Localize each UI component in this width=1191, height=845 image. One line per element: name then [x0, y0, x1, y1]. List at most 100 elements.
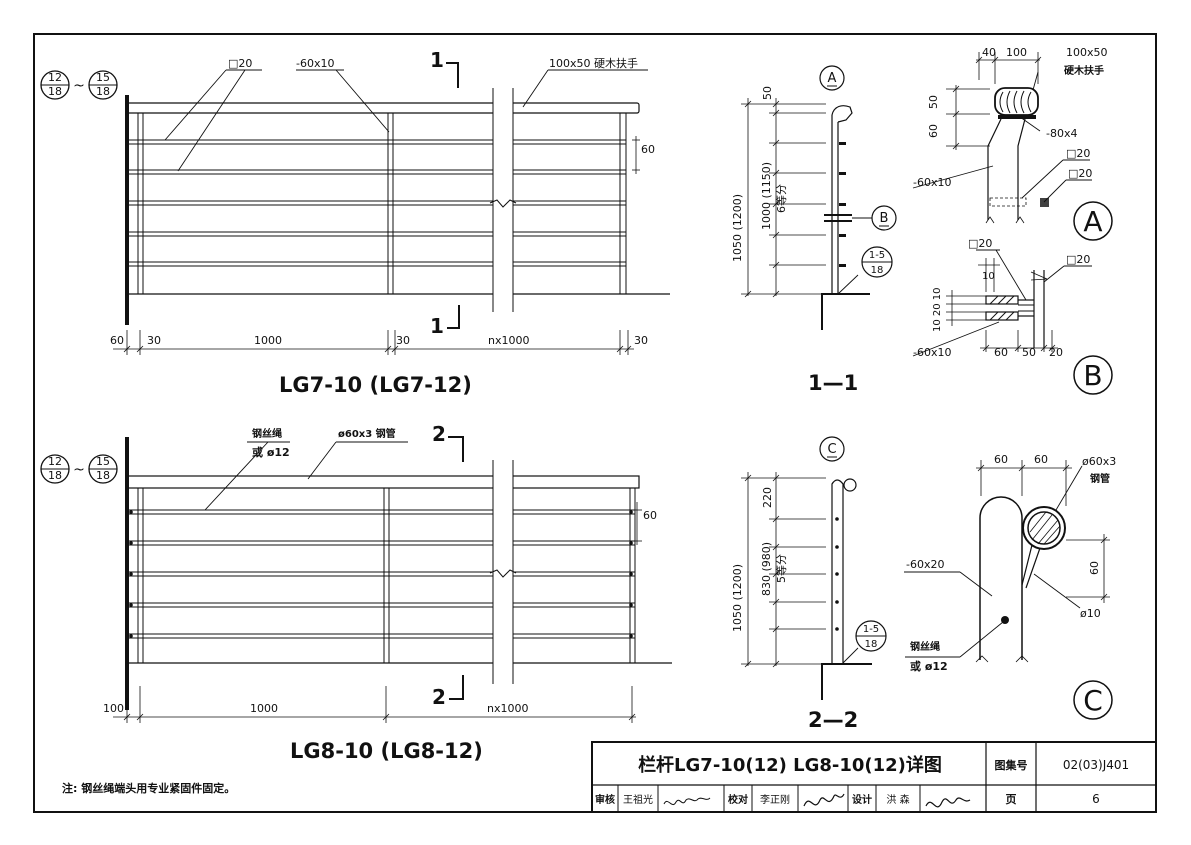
- drawing-title: 栏杆LG7-10(12) LG8-10(12)详图: [638, 754, 942, 776]
- da-size: 100x50: [1066, 46, 1108, 59]
- lg7-dim-n: nx1000: [488, 334, 529, 347]
- signature-1: [663, 797, 711, 806]
- detail-c: 60 60 ø60x3 钢管 -60x20 60 ø10 钢丝绳 或 ø12 C: [904, 453, 1116, 720]
- lg8-index-marks: 12 18 ~ 15 18: [40, 454, 118, 484]
- s11-dim-mid: 1000 (1150): [760, 162, 773, 230]
- s22-dim-div: 5等分: [774, 554, 788, 583]
- db-bar1: □20: [968, 237, 992, 250]
- s11-dim-total: 1050 (1200): [731, 194, 744, 262]
- index-num: 15: [96, 71, 110, 84]
- s11-index-den: 18: [871, 265, 884, 276]
- lg7-dim-1000: 1000: [254, 334, 282, 347]
- da-dim-100: 100: [1006, 46, 1027, 59]
- db-d10: 10: [982, 271, 995, 282]
- s22-index-num: 1-5: [863, 624, 879, 635]
- db-d20: 20: [1049, 346, 1063, 359]
- atlas-label: 图集号: [995, 758, 1028, 772]
- index-num: 15: [96, 455, 110, 468]
- s22-dim-total: 1050 (1200): [731, 564, 744, 632]
- lg8-section-bottom: 2: [432, 685, 446, 709]
- dc-flat: -60x20: [906, 558, 944, 571]
- index-num: 12: [48, 455, 62, 468]
- lg8-dim-100: 100: [103, 702, 124, 715]
- index-den: 18: [96, 85, 110, 98]
- index-tilde: ~: [73, 78, 85, 94]
- signature-3: [925, 797, 971, 808]
- lg7-section-top: 1: [430, 48, 444, 72]
- dc-wire-alt: 或 ø12: [910, 659, 948, 673]
- da-dim-40: 40: [982, 46, 996, 59]
- lg8-caption: LG8-10 (LG8-12): [290, 739, 483, 763]
- lg7-index-marks: 12 18 ~ 15 18: [40, 70, 118, 100]
- person-proof: 李正刚: [760, 793, 790, 806]
- section-2-2: 220 1050 (1200) 830 (980) 5等分 C 1-5 18 2…: [731, 436, 887, 732]
- dc-pipe: ø60x3: [1082, 455, 1116, 468]
- lg7-caption: LG7-10 (LG7-12): [279, 373, 472, 397]
- lg8-wire-label: 钢丝绳: [252, 427, 282, 440]
- page-value: 6: [1092, 792, 1100, 806]
- lg8-elevation: 12 18 ~ 15 18: [40, 422, 672, 763]
- dc-pipe2: 钢管: [1090, 472, 1110, 485]
- lg8-dim-1000: 1000: [250, 702, 278, 715]
- lg8-dim-n: nx1000: [487, 702, 528, 715]
- dc-d60b: 60: [1034, 453, 1048, 466]
- lg8-spacing-label: 60: [643, 509, 657, 522]
- dc-rod: ø10: [1080, 607, 1101, 620]
- role-check: 审核: [595, 793, 615, 806]
- title-block: 栏杆LG7-10(12) LG8-10(12)详图 图集号 02(03)J401…: [591, 741, 1157, 813]
- da-dim-60: 60: [927, 124, 940, 138]
- signature-2: [803, 793, 845, 807]
- da-flat80: -80x4: [1046, 127, 1077, 140]
- da-bar1: □20: [1066, 147, 1090, 160]
- s11-detail-a-mark: A: [828, 71, 837, 86]
- db-bar2: □20: [1066, 253, 1090, 266]
- page-label: 页: [1006, 793, 1017, 806]
- s22-index-den: 18: [865, 639, 878, 650]
- lg7-dim-60: 60: [110, 334, 124, 347]
- lg7-bar-label: □20: [228, 57, 252, 70]
- dc-d60: 60: [1088, 561, 1101, 575]
- role-design: 设计: [852, 793, 872, 806]
- lg7-section-bottom: 1: [430, 314, 444, 338]
- role-proof: 校对: [728, 793, 748, 806]
- db-d60: 60: [994, 346, 1008, 359]
- lg7-elevation: 12 18 ~ 15 18: [40, 48, 670, 397]
- da-wood: 硬木扶手: [1064, 64, 1104, 77]
- dc-wire: 钢丝绳: [910, 640, 940, 653]
- lg7-dim-30b: 30: [396, 334, 410, 347]
- dc-d60a: 60: [994, 453, 1008, 466]
- detail-a: 40 100 100x50 硬木扶手 50 60 -80x4 -60x10 □2…: [912, 46, 1113, 241]
- db-d50: 50: [1022, 346, 1036, 359]
- s22-dim-mid: 830 (980): [760, 542, 773, 596]
- s22-dim-top: 220: [761, 487, 774, 508]
- index-den: 18: [48, 85, 62, 98]
- s11-detail-b-mark: B: [880, 211, 889, 226]
- da-label: A: [1083, 205, 1102, 238]
- da-dim-50: 50: [927, 95, 940, 109]
- dc-label: C: [1083, 684, 1103, 717]
- index-den: 18: [96, 469, 110, 482]
- index-tilde: ~: [73, 462, 85, 478]
- lg7-dim-30c: 30: [634, 334, 648, 347]
- general-note: 注: 钢丝绳端头用专业紧固件固定。: [62, 781, 235, 795]
- lg7-handrail-label: 100x50 硬木扶手: [549, 56, 638, 70]
- s11-dim-div: 6等分: [774, 184, 788, 213]
- da-bar2: □20: [1068, 167, 1092, 180]
- person-check: 王祖光: [623, 793, 653, 806]
- index-num: 12: [48, 71, 62, 84]
- lg7-spacing-label: 60: [641, 143, 655, 156]
- s22-caption: 2—2: [808, 708, 858, 732]
- lg7-handrail: [126, 102, 640, 114]
- atlas-value: 02(03)J401: [1063, 758, 1129, 772]
- section-1-1: 50 1050 (1200) 1000 (1150) 6等分 A B 1-5 1…: [731, 65, 897, 395]
- lg7-dim-30a: 30: [147, 334, 161, 347]
- lg8-wire-alt-label: 或 ø12: [252, 445, 290, 459]
- lg8-pipe-label: ø60x3 钢管: [338, 427, 396, 440]
- db-dv: 10 20 10: [932, 287, 943, 332]
- db-flat: -60x10: [913, 346, 951, 359]
- lg8-pipe: [126, 475, 640, 489]
- lg8-section-top: 2: [432, 422, 446, 446]
- lg7-flat-label: -60x10: [296, 57, 334, 70]
- s22-detail-c-mark: C: [827, 442, 836, 457]
- da-flat60: -60x10: [913, 176, 951, 189]
